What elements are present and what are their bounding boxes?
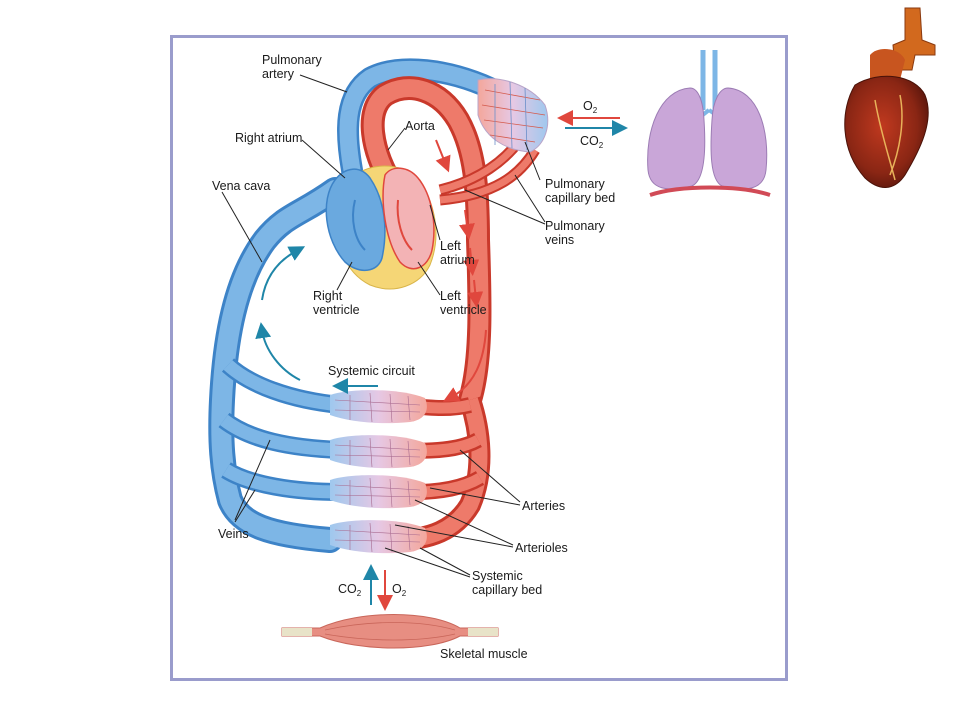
label-veins: Veins: [218, 527, 249, 541]
label-systemic-capillary-bed: Systemic capillary bed: [472, 569, 542, 597]
label-left-atrium: Left atrium: [440, 239, 475, 267]
capillary-bed-4: [330, 520, 427, 554]
skeletal-muscle-illustration: [281, 614, 499, 649]
label-o2-muscle: O2: [392, 582, 407, 598]
pulmonary-capillary-bed: [477, 78, 549, 153]
heart-anatomy-image: [844, 7, 936, 188]
leader-lines: [221, 74, 546, 578]
label-systemic-circuit: Systemic circuit: [328, 364, 415, 378]
label-left-ventricle: Left ventricle: [440, 289, 487, 317]
label-right-atrium: Right atrium: [235, 131, 302, 145]
label-co2-muscle: CO2: [338, 582, 362, 598]
label-co2-lungs: CO2: [580, 134, 604, 150]
capillary-bed-2: [330, 435, 427, 469]
label-right-ventricle: Right ventricle: [313, 289, 360, 317]
label-aorta: Aorta: [405, 119, 435, 133]
diagram-labels: Pulmonary artery Right atrium Vena cava …: [212, 53, 615, 661]
label-skeletal-muscle: Skeletal muscle: [440, 647, 528, 661]
label-arterioles: Arterioles: [515, 541, 568, 555]
lungs-illustration: [647, 50, 771, 197]
label-arteries: Arteries: [522, 499, 565, 513]
capillary-bed-3: [330, 475, 427, 509]
label-pulmonary-artery: Pulmonary artery: [262, 53, 325, 81]
capillary-bed-1: [330, 390, 427, 424]
venous-vessels: [208, 58, 501, 553]
systemic-capillary-beds: [330, 390, 427, 554]
label-pulmonary-capillary-bed: Pulmonary capillary bed: [545, 177, 615, 205]
label-vena-cava: Vena cava: [212, 179, 270, 193]
heart-cross-section: [325, 165, 437, 290]
label-o2-lungs: O2: [583, 99, 598, 115]
label-pulmonary-veins: Pulmonary veins: [545, 219, 608, 247]
flow-arrows: [255, 110, 628, 611]
